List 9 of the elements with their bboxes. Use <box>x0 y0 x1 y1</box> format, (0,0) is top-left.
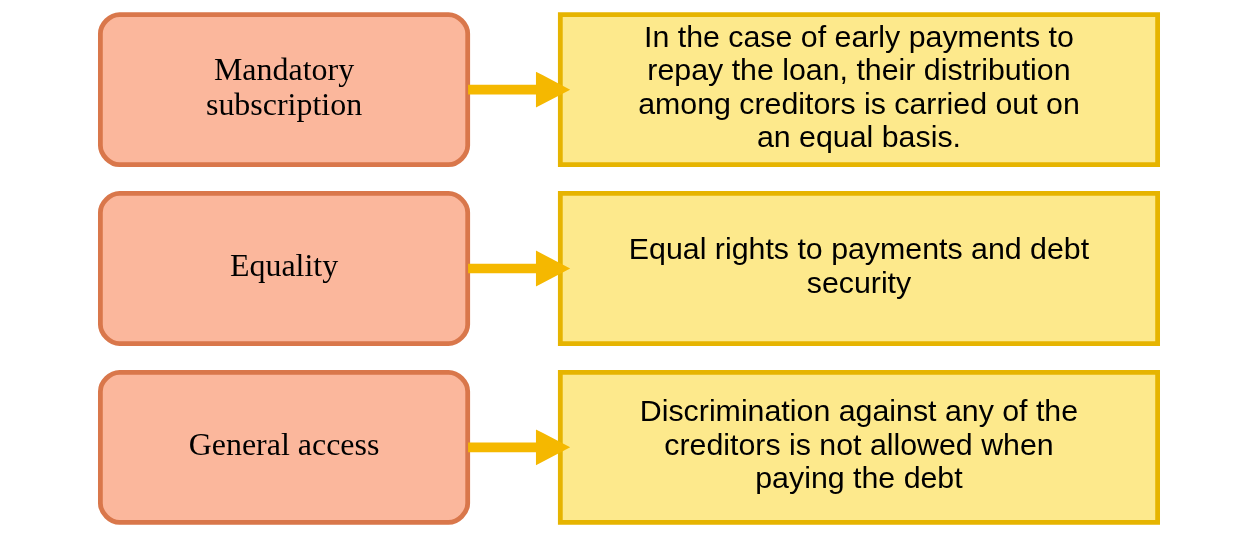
node-box: Equality <box>98 191 471 346</box>
node-box: Equal rights to payments and debt security <box>557 191 1160 346</box>
arrow <box>468 71 571 108</box>
arrow <box>468 429 571 466</box>
node-box: General access <box>98 369 471 525</box>
node-box: Mandatory subscription <box>98 12 471 168</box>
node-box: In the case of early payments to repay the loan, their distribution among creditors is carried out on an equal basis. <box>557 12 1160 168</box>
node-box: Discrimination against any of the creditors is not allowed when paying the debt <box>557 369 1160 525</box>
arrow <box>468 250 571 287</box>
